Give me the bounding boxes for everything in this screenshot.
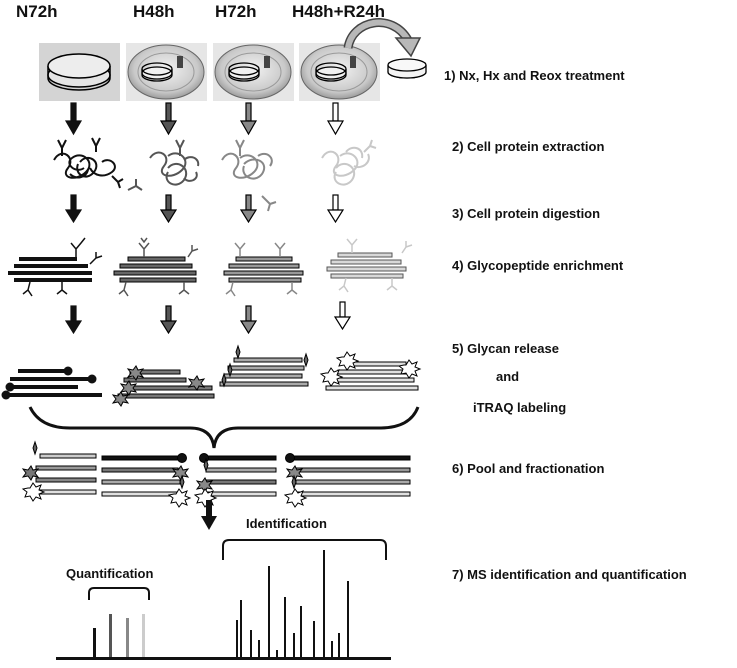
step-5-label: 5) Glycan release: [452, 341, 559, 356]
glycopeptides-h72h: [223, 242, 304, 297]
glycopeptides-reox: [326, 238, 413, 293]
arrow-n72h: [64, 102, 83, 136]
step-5-and-label: and: [496, 369, 520, 384]
protein-h48h: [127, 139, 200, 191]
arrow-n72h-2: [64, 194, 83, 224]
arrow-reox-3: [333, 301, 352, 331]
arrow-h48h: [159, 102, 178, 136]
fraction-1: [21, 440, 97, 502]
step-3-label: 3) Cell protein digestion: [452, 206, 601, 221]
step-7-label: 7) MS identification and quantification: [452, 567, 687, 582]
labeled-peptides-reox: [319, 351, 422, 391]
arrow-to-ms: [201, 500, 217, 530]
step-2-label: 2) Cell protein extraction: [452, 139, 605, 154]
dish-reoxygenated: [387, 58, 427, 79]
column-label-h48h-r24h: H48h+R24h: [292, 2, 386, 21]
fraction-2: [101, 453, 192, 508]
identification-bracket: [222, 539, 387, 560]
dish-n72h: [39, 43, 120, 101]
quantification-label: Quantification: [66, 566, 154, 581]
dish-h48h-r24h: [299, 43, 380, 101]
fraction-3: [193, 453, 277, 508]
step-5b-label: iTRAQ labeling: [473, 400, 567, 415]
arrow-h48h-2: [159, 194, 178, 224]
arrow-reox-2: [326, 194, 345, 224]
identification-peaks: [236, 550, 349, 657]
labeled-peptides-h48h: [111, 365, 215, 407]
step-4-label: 4) Glycopeptide enrichment: [452, 258, 624, 273]
identification-label: Identification: [246, 516, 327, 531]
fraction-4: [283, 453, 411, 508]
arrow-n72h-3: [64, 305, 83, 335]
step-6-label: 6) Pool and fractionation: [452, 461, 605, 476]
protein-h72h: [221, 139, 277, 212]
glycopeptides-h48h: [113, 237, 199, 297]
labeled-peptides-n72h: [1, 366, 102, 400]
arrow-h48h-3: [159, 305, 178, 335]
dish-h72h: [213, 43, 294, 101]
arrow-h72h-2: [239, 194, 258, 224]
arrow-h72h-3: [239, 305, 258, 335]
glycopeptides-n72h: [8, 237, 103, 297]
labeled-peptides-h72h: [219, 344, 309, 388]
protein-reox: [321, 139, 377, 186]
reoxygenation-transfer-arrow: [343, 18, 422, 58]
column-label-n72h: N72h: [16, 2, 58, 21]
protein-n72h: [53, 137, 124, 189]
arrow-reox: [326, 102, 345, 136]
pool-brace: [28, 406, 420, 449]
arrow-h72h: [239, 102, 258, 136]
step-1-label: 1) Nx, Hx and Reox treatment: [444, 68, 625, 83]
ms-spectrum: [56, 550, 391, 660]
quantification-bracket: [88, 587, 150, 600]
dish-h48h: [126, 43, 207, 101]
reporter-ion-peaks: [93, 614, 145, 657]
column-label-h72h: H72h: [215, 2, 257, 21]
column-label-h48h: H48h: [133, 2, 175, 21]
